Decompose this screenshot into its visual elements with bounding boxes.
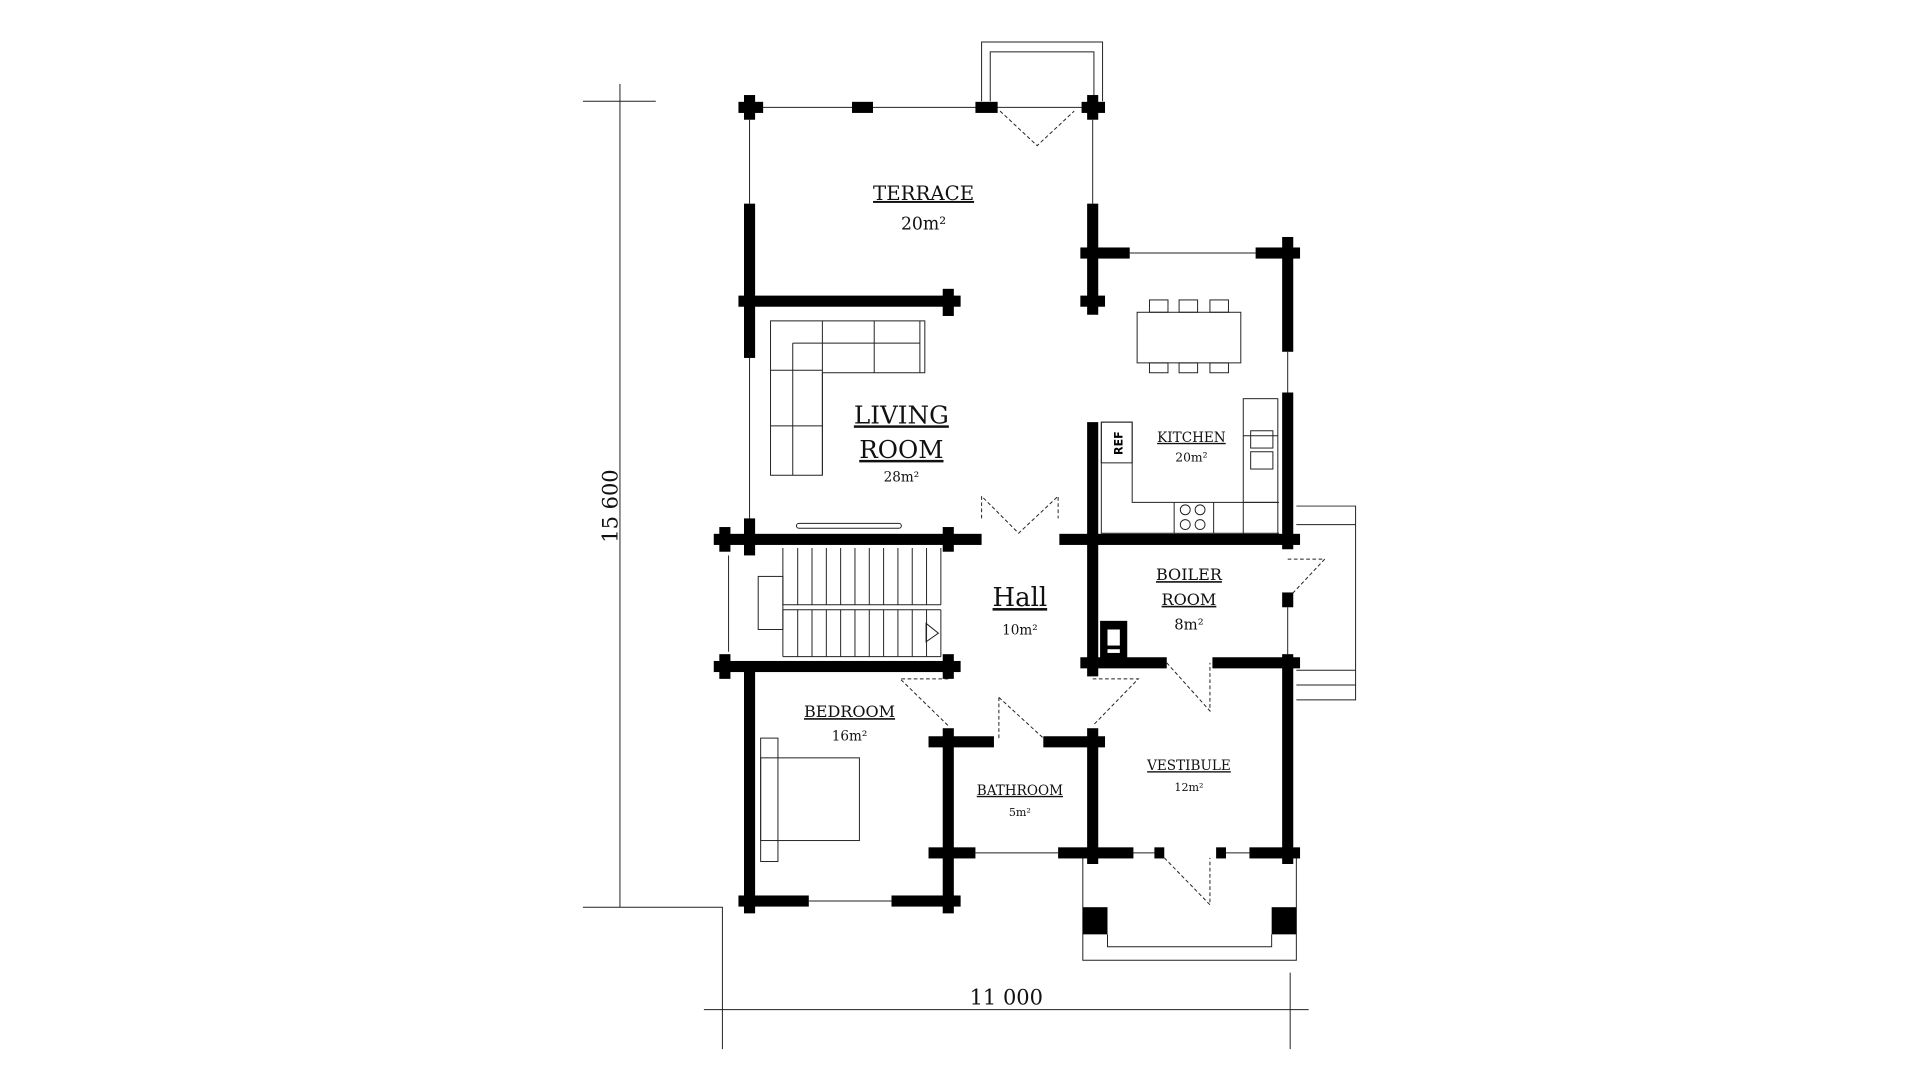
wall: [1059, 533, 1301, 545]
wall: [1087, 728, 1099, 864]
vestibule-area: 12m²: [1174, 781, 1203, 794]
wall: [744, 666, 756, 914]
wall: [942, 288, 954, 316]
wall: [1282, 592, 1294, 608]
wall: [942, 728, 954, 914]
width-dimension: 11 000: [970, 986, 1043, 1010]
wall: [719, 654, 731, 679]
wall: [744, 95, 756, 120]
porch-column: [1271, 907, 1297, 935]
wall: [1080, 295, 1106, 307]
wall: [891, 895, 961, 907]
wall: [738, 295, 961, 307]
dining-table: [1136, 299, 1242, 374]
terrace-label: TERRACE: [873, 182, 974, 205]
bed: [760, 737, 860, 863]
wall: [1249, 847, 1301, 859]
wall: [928, 736, 994, 748]
bathroom-area: 5m²: [1009, 806, 1031, 819]
wall: [1282, 392, 1294, 550]
wall: [1080, 657, 1167, 669]
wall: [713, 660, 961, 673]
boiler: [1100, 620, 1128, 661]
window-lines: [749, 106, 1289, 902]
hall-label: Hall: [993, 583, 1048, 613]
bathroom-label: BATHROOM: [977, 783, 1063, 799]
boiler-room-area: 8m²: [1174, 616, 1203, 633]
hall-area: 10m²: [1002, 622, 1038, 638]
wall: [744, 518, 756, 556]
wall: [1087, 422, 1099, 677]
terrace-area: 20m²: [901, 215, 946, 235]
wall: [1043, 736, 1106, 748]
staircase: [728, 548, 942, 658]
bedroom-area: 16m²: [832, 729, 868, 745]
porch-column: [1082, 907, 1108, 935]
porch-outlines: [981, 41, 1357, 961]
boiler-room-label: BOILER: [1156, 565, 1223, 584]
bedroom-label: BEDROOM: [804, 702, 895, 721]
wall: [1255, 247, 1301, 259]
doors: [898, 110, 1326, 906]
wall: [942, 527, 954, 552]
wall: [1216, 847, 1226, 859]
wall: [1212, 657, 1301, 669]
wall: [852, 101, 873, 113]
wall: [928, 847, 976, 859]
wall: [942, 654, 954, 679]
wall: [713, 533, 982, 545]
wall: [975, 101, 998, 113]
kitchen-area: 20m²: [1175, 451, 1207, 465]
walls: [713, 95, 1301, 914]
wall: [1087, 95, 1099, 120]
tv-stand: [795, 522, 902, 529]
kitchen-counter: [1100, 398, 1280, 535]
boiler-room-label-2: ROOM: [1162, 590, 1217, 609]
wall: [744, 203, 756, 358]
dimension-lines: [582, 83, 1309, 1050]
wall: [1282, 654, 1294, 864]
wall: [1282, 236, 1294, 352]
wall: [719, 527, 731, 552]
living-room-label: LIVING: [854, 400, 949, 429]
wall: [1087, 203, 1099, 315]
living-room-area: 28m²: [884, 469, 920, 485]
fridge-label: REF: [1112, 431, 1125, 455]
furniture: [728, 41, 1357, 961]
vestibule-label: VESTIBULE: [1146, 758, 1231, 774]
wall: [738, 895, 809, 907]
kitchen-label: KITCHEN: [1157, 430, 1226, 446]
wall: [1154, 847, 1165, 859]
height-dimension: 15 600: [598, 469, 622, 542]
living-room-label-2: ROOM: [859, 435, 943, 464]
wall: [1080, 247, 1130, 259]
sofa: [770, 320, 926, 476]
